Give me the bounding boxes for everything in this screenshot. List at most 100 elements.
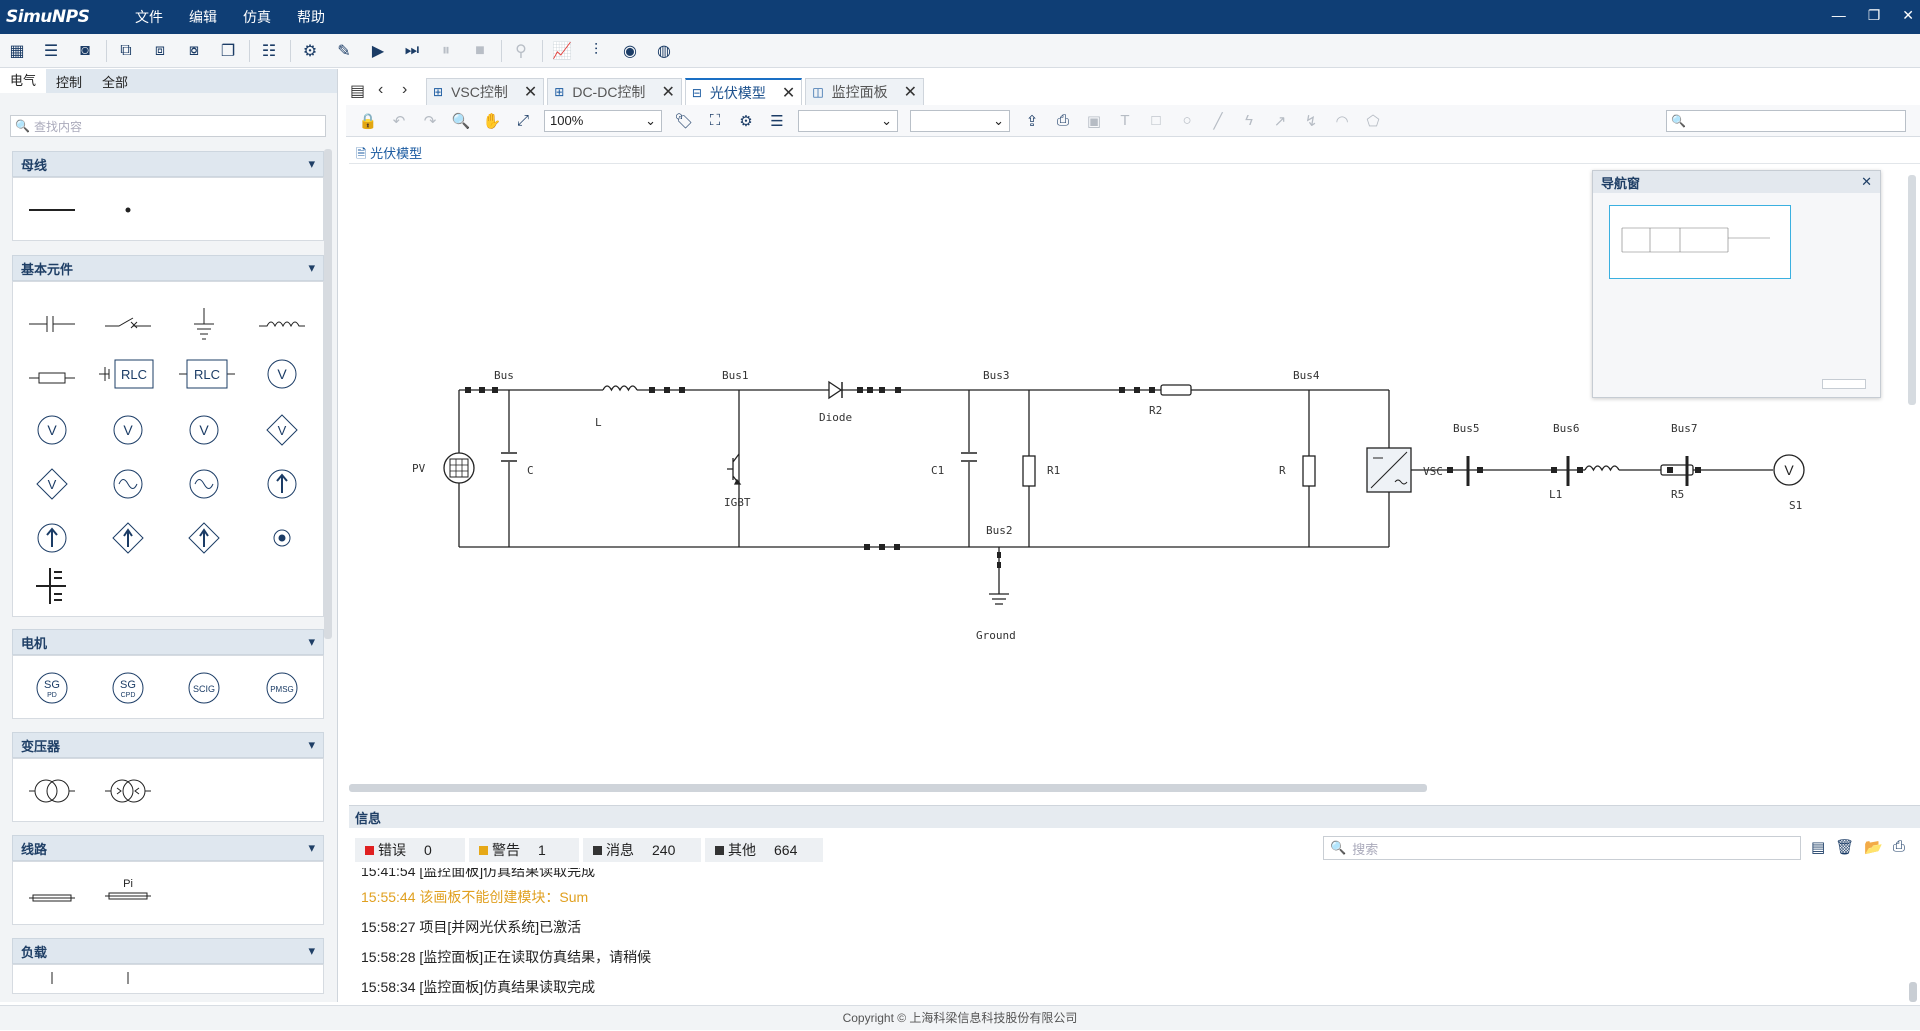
voltage-source-c-component[interactable]: V — [179, 410, 229, 450]
headset-icon[interactable]: ◍ — [657, 42, 671, 60]
stop-icon[interactable]: ■ — [475, 41, 485, 59]
capacitor-component[interactable] — [27, 304, 77, 344]
trash-icon[interactable]: 🗑 — [1835, 839, 1855, 856]
category-basic[interactable]: 基本元件▾ — [12, 255, 324, 281]
step-icon[interactable]: ⏭ — [404, 41, 420, 59]
run-icon[interactable]: ▶ — [371, 42, 385, 60]
navigation-minimap-control[interactable] — [1822, 379, 1866, 389]
controlled-current-source-component[interactable] — [103, 518, 153, 558]
list-icon[interactable]: ☰ — [43, 42, 59, 60]
tab-monitor-panel[interactable]: ◫监控面板✕ — [805, 78, 925, 105]
tab-prev-icon[interactable]: ‹ — [378, 81, 384, 98]
category-transformer[interactable]: 变压器▾ — [12, 732, 324, 758]
pmsg-component[interactable]: PMSG — [257, 668, 307, 708]
compile-icon[interactable]: ⚙ — [302, 42, 318, 60]
current-source-component[interactable] — [257, 464, 307, 504]
current-source-b-component[interactable] — [27, 518, 77, 558]
menu-help[interactable]: 帮助 — [297, 9, 325, 25]
ac-voltage-source-component[interactable]: V — [257, 354, 307, 394]
gear-icon[interactable]: ⚙ — [739, 112, 753, 130]
canvas-horizontal-scrollbar[interactable] — [349, 784, 1427, 792]
pause-icon[interactable]: ⏸ — [441, 41, 450, 59]
library-search-input[interactable]: 🔍 查找内容 — [10, 115, 326, 137]
tag-icon[interactable]: 🏷 — [674, 112, 694, 130]
library-scrollbar[interactable] — [324, 149, 332, 639]
category-bus[interactable]: 母线▾ — [12, 151, 324, 177]
vsc-converter-symbol[interactable] — [1366, 447, 1412, 493]
close-window-button[interactable]: ✕ — [1902, 7, 1914, 23]
tab-vsc-control[interactable]: ⊞VSC控制✕ — [426, 78, 545, 105]
bus-line-component[interactable] — [27, 190, 77, 230]
bus-node-component[interactable] — [103, 190, 153, 230]
lock-icon[interactable]: 🔒 — [358, 112, 378, 130]
controlled-voltage-source-b-component[interactable]: V — [27, 464, 77, 504]
canvas-vertical-scrollbar[interactable] — [1908, 175, 1916, 405]
scig-component[interactable]: SCIG — [179, 668, 229, 708]
font-select[interactable]: ⌄ — [910, 109, 1010, 132]
igbt-symbol[interactable] — [727, 453, 742, 485]
zoom-select[interactable]: 100%⌄ — [544, 109, 662, 132]
pan-icon[interactable]: ✋ — [482, 112, 502, 130]
multi-ground-component[interactable] — [27, 566, 77, 606]
tab-all[interactable]: 全部 — [102, 74, 129, 90]
breadcrumb-label[interactable]: 光伏模型 — [370, 146, 423, 161]
close-icon[interactable]: ✕ — [1861, 174, 1872, 189]
open-model-icon[interactable]: ⧈ — [154, 41, 166, 59]
text-icon[interactable]: T — [1120, 112, 1130, 129]
navigation-viewport[interactable] — [1609, 205, 1791, 279]
tab-control[interactable]: 控制 — [56, 74, 83, 90]
resistor-r1-symbol[interactable] — [1022, 455, 1036, 487]
copy-icon[interactable]: ❐ — [220, 42, 236, 60]
ground-component[interactable] — [179, 304, 229, 344]
pi-line-component[interactable]: Pi — [103, 872, 153, 912]
transformer-2w-component[interactable] — [27, 771, 77, 811]
monitor-icon[interactable]: ◉ — [623, 42, 637, 60]
category-line[interactable]: 线路▾ — [12, 835, 324, 861]
settings-list-icon[interactable]: ☷ — [261, 42, 277, 60]
sliders-icon[interactable]: ⫶ — [593, 41, 598, 59]
category-load[interactable]: 负载▾ — [12, 938, 324, 964]
sine-source-b-component[interactable] — [179, 464, 229, 504]
panel-icon[interactable]: ◙ — [80, 41, 90, 59]
rectangle-icon[interactable]: □ — [1151, 112, 1161, 129]
layers-icon[interactable]: ☰ — [770, 112, 784, 130]
capacitor-c-symbol[interactable] — [501, 452, 517, 462]
zigzag-arrow-icon[interactable]: ↯ — [1304, 112, 1318, 130]
menu-simulate[interactable]: 仿真 — [243, 9, 271, 25]
undo-icon[interactable]: ↶ — [392, 112, 406, 130]
print-icon[interactable]: ⎙ — [1892, 838, 1905, 855]
style-select[interactable]: ⌄ — [798, 109, 898, 132]
tab-next-icon[interactable]: › — [402, 81, 408, 98]
copy-log-icon[interactable]: ▤ — [1811, 839, 1826, 856]
rlc-series-component[interactable]: RLC — [97, 354, 157, 394]
fit-screen-icon[interactable]: ⛶ — [709, 112, 721, 129]
resistor-r2-symbol[interactable] — [1160, 384, 1192, 396]
print-icon[interactable]: ⎙ — [1056, 112, 1069, 129]
transmission-line-component[interactable] — [27, 878, 77, 918]
polygon-icon[interactable]: ⬠ — [1366, 112, 1380, 130]
voltage-source-b-component[interactable]: V — [103, 410, 153, 450]
info-scrollbar[interactable] — [1909, 982, 1917, 1002]
voltage-source-component[interactable]: V — [27, 410, 77, 450]
close-icon[interactable]: ✕ — [903, 84, 918, 101]
grid-icon[interactable]: ▦ — [9, 42, 25, 60]
close-icon[interactable]: ✕ — [781, 84, 796, 102]
menu-edit[interactable]: 编辑 — [189, 9, 217, 25]
zoom-icon[interactable]: 🔍 — [451, 112, 471, 130]
polyline-icon[interactable]: ϟ — [1245, 112, 1253, 129]
restore-button[interactable]: ❐ — [1867, 7, 1881, 23]
resistor-component[interactable] — [27, 358, 77, 398]
export-icon[interactable]: ⇪ — [1025, 112, 1039, 130]
tab-pv-model[interactable]: ⊟光伏模型✕ — [684, 78, 803, 105]
chart-icon[interactable]: 📈 — [552, 42, 572, 60]
controlled-voltage-source-component[interactable]: V — [257, 410, 307, 450]
capacitor-c1-symbol[interactable] — [961, 452, 977, 462]
close-icon[interactable]: ✕ — [523, 84, 538, 101]
arc-icon[interactable]: ◠ — [1335, 112, 1349, 130]
circuit-diagram[interactable]: V Bus L Bus1 Diode Bus3 R2 Bus4 PV C IGB… — [349, 164, 1920, 782]
tab-electrical[interactable]: 电气 — [0, 69, 47, 93]
sine-source-component[interactable] — [103, 464, 153, 504]
